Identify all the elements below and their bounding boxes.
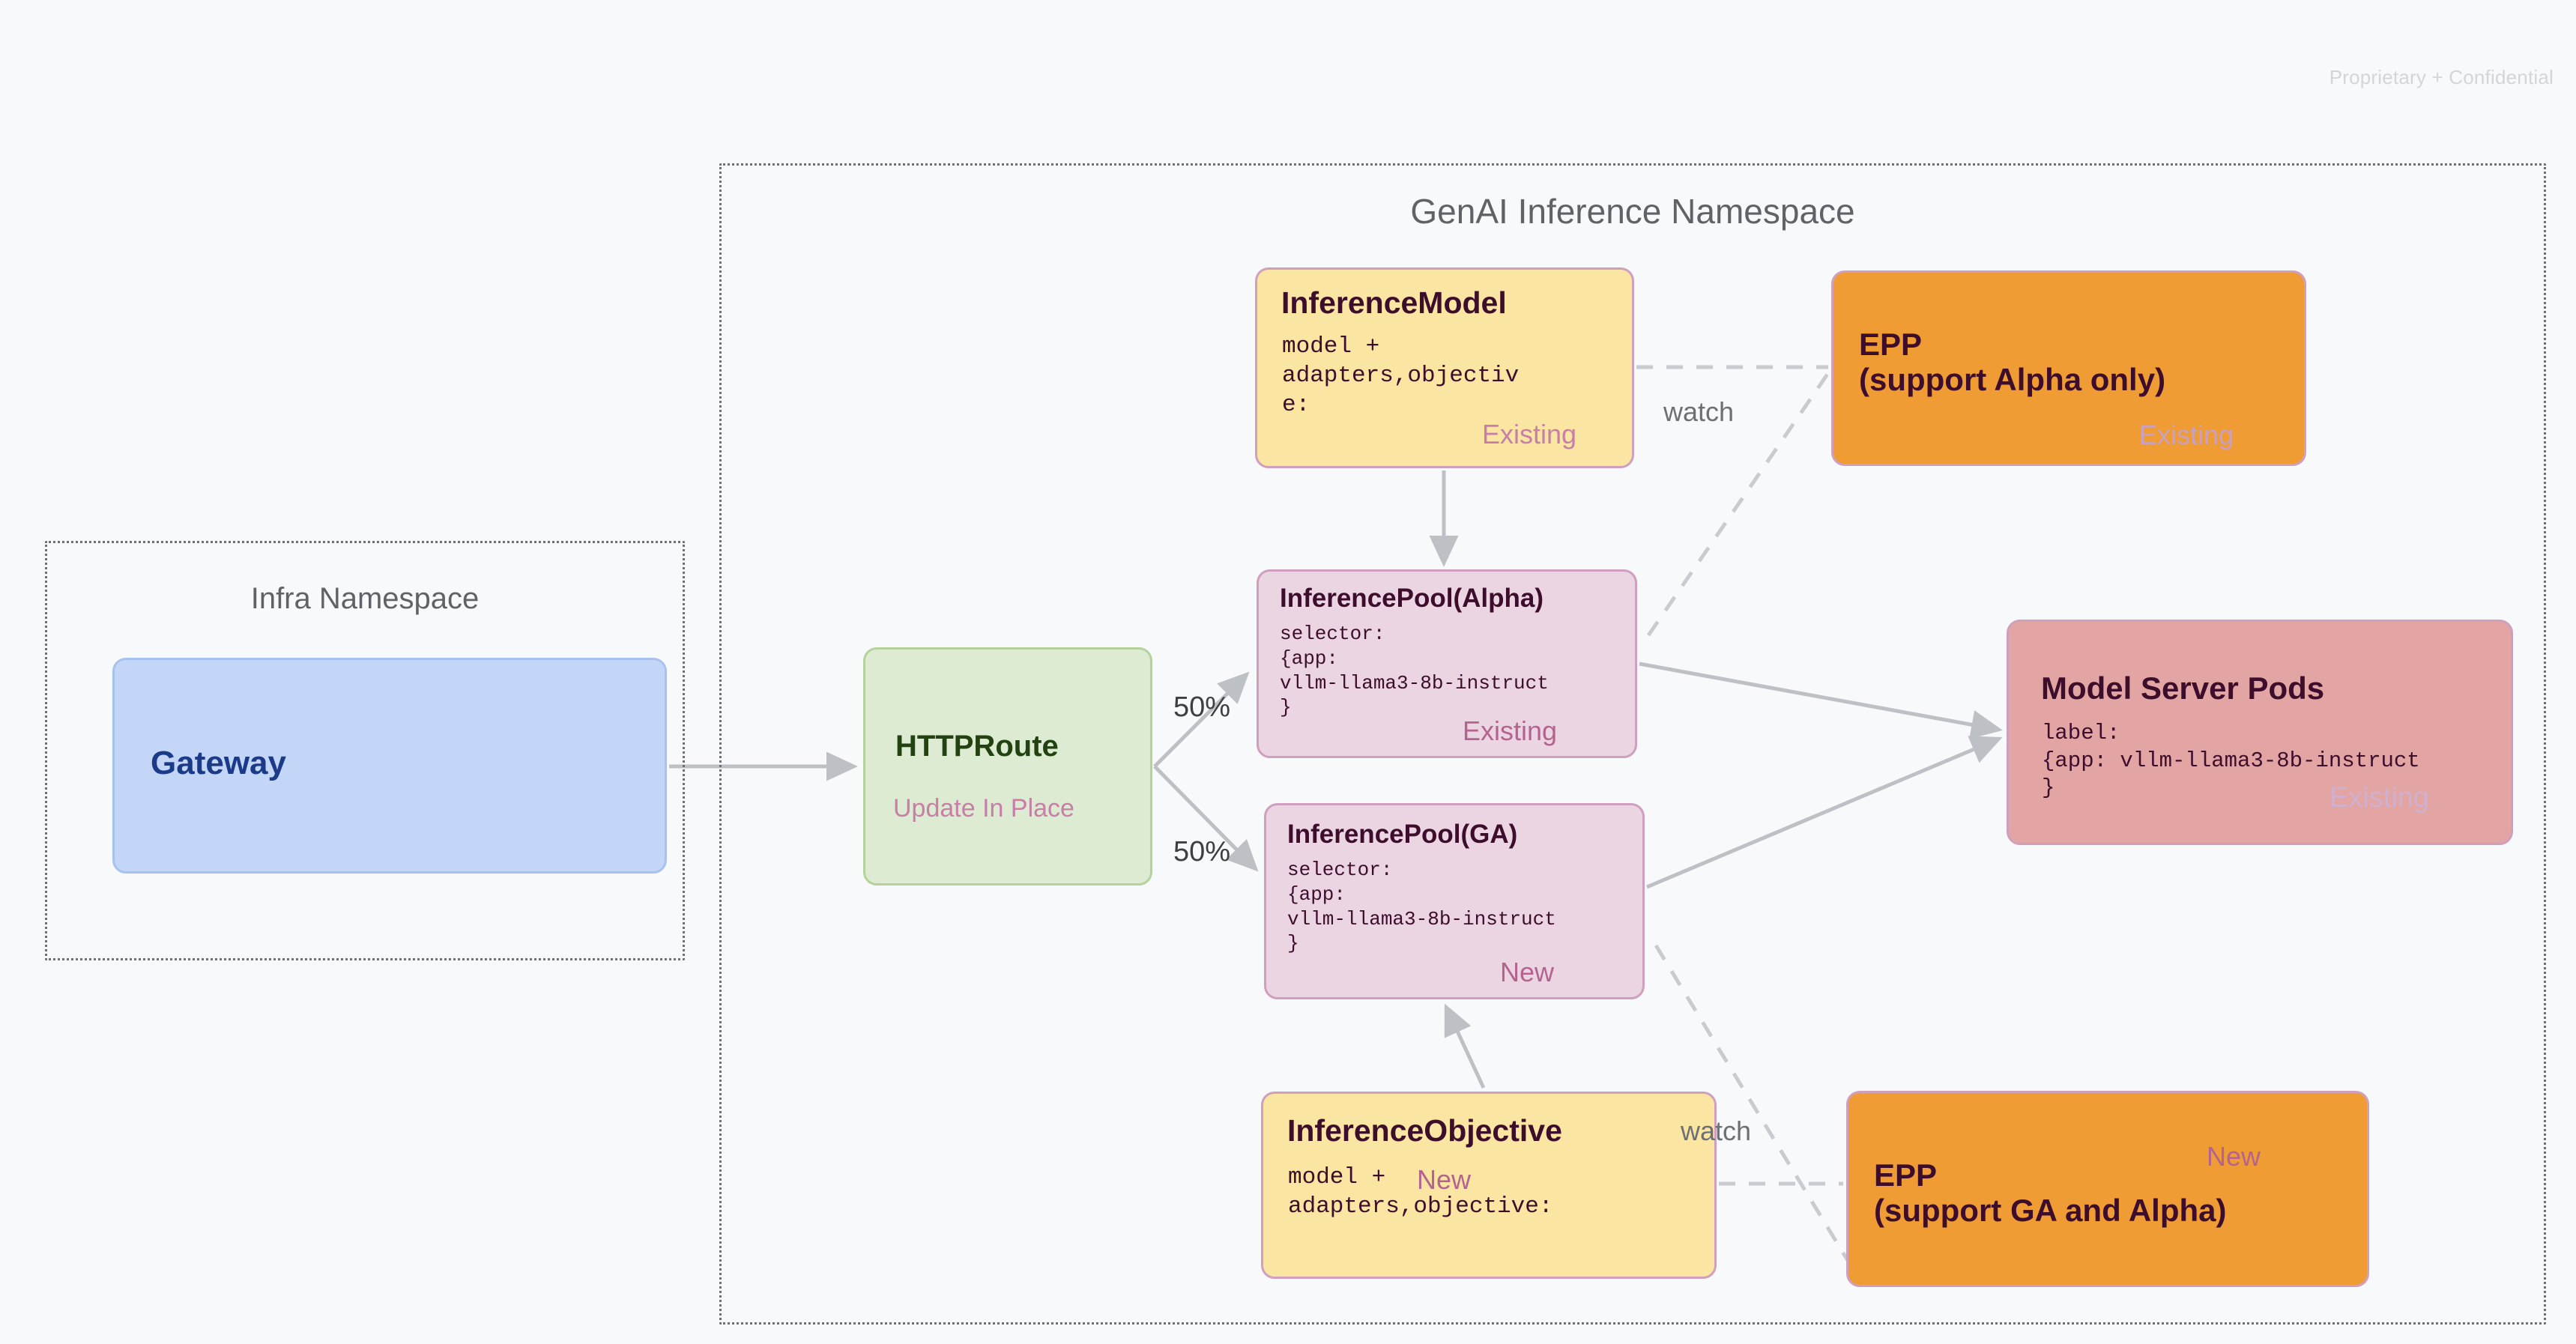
edge-httproute-to-pool-ga: [1153, 765, 1259, 872]
node-inference-pool-ga[interactable]: InferencePool(GA) selector: {app: vllm-l…: [1264, 803, 1645, 999]
inference-objective-title: InferenceObjective: [1287, 1113, 1562, 1148]
edge-pool-alpha-to-pods: [1639, 662, 2003, 739]
node-httproute[interactable]: HTTPRoute Update In Place: [863, 647, 1152, 886]
node-gateway[interactable]: Gateway: [112, 658, 667, 874]
httproute-title: HTTPRoute: [895, 730, 1059, 763]
node-epp-ga[interactable]: EPP (support GA and Alpha) New: [1846, 1091, 2369, 1287]
inference-objective-spec: model + adapters,objective:: [1288, 1164, 1553, 1220]
inference-model-spec: model + adapters,objectiv e:: [1282, 333, 1520, 419]
node-model-server-pods[interactable]: Model Server Pods label: {app: vllm-llam…: [2007, 620, 2513, 845]
model-server-pods-title: Model Server Pods: [2041, 671, 2325, 706]
node-inference-objective[interactable]: InferenceObjective model + adapters,obje…: [1261, 1092, 1717, 1279]
genai-namespace-container: GenAI Inference Namespace: [719, 163, 2546, 1325]
epp-ga-status-badge: New: [2207, 1141, 2261, 1172]
gateway-title: Gateway: [151, 745, 286, 781]
edge-label-watch-top: watch: [1663, 396, 1735, 427]
genai-namespace-title: GenAI Inference Namespace: [1410, 192, 1855, 231]
epp-alpha-title: EPP (support Alpha only): [1859, 327, 2166, 398]
edge-pool-ga-to-epp-ga: [1654, 944, 1863, 1284]
node-epp-alpha[interactable]: EPP (support Alpha only) Existing: [1831, 270, 2306, 466]
edge-pool-ga-to-pods: [1646, 736, 2003, 889]
model-server-pods-status-badge: Existing: [2329, 782, 2430, 814]
inference-pool-alpha-status-badge: Existing: [1463, 715, 1558, 746]
confidential-watermark: Proprietary + Confidential: [2329, 66, 2554, 88]
edge-label-watch-bottom: watch: [1681, 1116, 1752, 1146]
node-inference-pool-alpha[interactable]: InferencePool(Alpha) selector: {app: vll…: [1257, 569, 1637, 758]
edge-label-split-bottom: 50%: [1173, 836, 1231, 868]
infra-namespace-title: Infra Namespace: [250, 582, 480, 615]
inference-model-title: InferenceModel: [1281, 285, 1507, 320]
inference-pool-ga-status-badge: New: [1500, 957, 1555, 987]
model-server-pods-spec: label: {app: vllm-llama3-8b-instruct }: [2042, 721, 2420, 801]
edge-httproute-to-pool-alpha: [1153, 671, 1250, 768]
epp-ga-title: EPP (support GA and Alpha): [1874, 1157, 2227, 1229]
infra-namespace-container: Infra Namespace: [45, 541, 685, 960]
inference-pool-alpha-spec: selector: {app: vllm-llama3-8b-instruct …: [1280, 623, 1549, 719]
inference-pool-ga-title: InferencePool(GA): [1287, 820, 1518, 849]
inference-objective-status-badge: New: [1417, 1164, 1472, 1195]
edge-label-split-top: 50%: [1173, 691, 1231, 723]
node-inference-model[interactable]: InferenceModel model + adapters,objectiv…: [1255, 267, 1634, 468]
edge-objective-to-pool-ga: [1444, 1003, 1486, 1089]
edge-pool-alpha-to-epp-alpha: [1646, 372, 1830, 637]
inference-model-status-badge: Existing: [1482, 419, 1577, 449]
inference-pool-alpha-title: InferencePool(Alpha): [1280, 584, 1544, 613]
inference-pool-ga-spec: selector: {app: vllm-llama3-8b-instruct …: [1287, 859, 1556, 955]
httproute-status: Update In Place: [893, 794, 1074, 823]
epp-alpha-status-badge: Existing: [2139, 420, 2234, 450]
